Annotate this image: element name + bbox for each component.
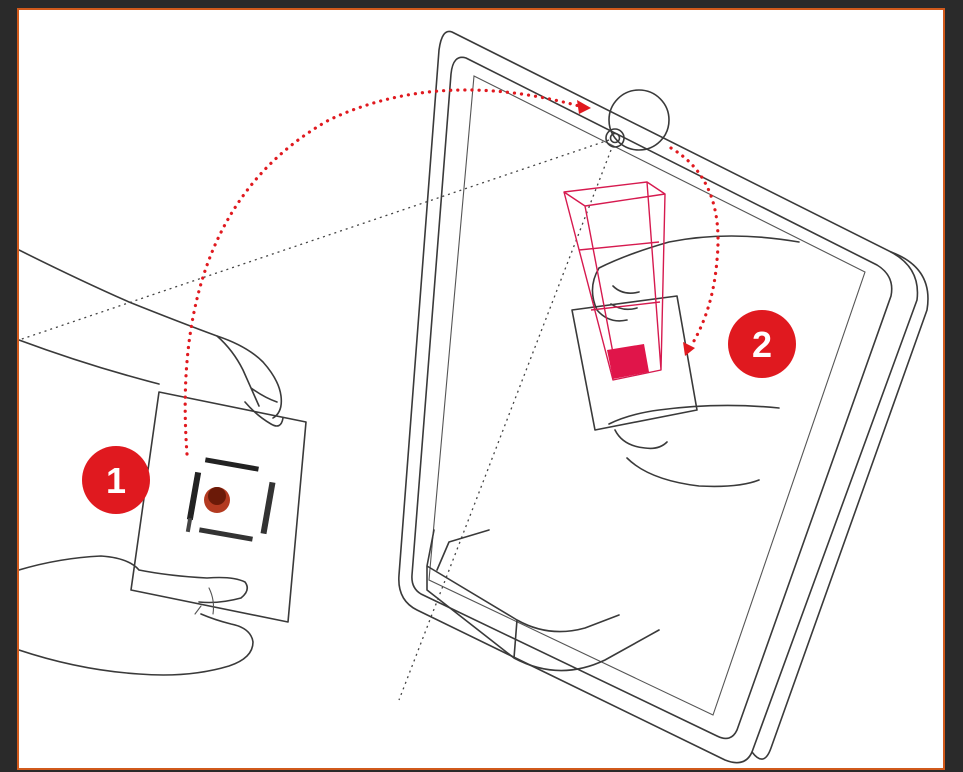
- lower-hand: [19, 556, 253, 675]
- ar-workflow-diagram: 1 2: [19, 10, 945, 770]
- step-badge-1: 1: [82, 446, 150, 514]
- monitor-bezel-inner: [412, 57, 892, 738]
- reflected-hand-top: [592, 236, 799, 321]
- arrow-card-to-camera-head: [577, 100, 591, 114]
- step-badge-2: 2: [728, 310, 796, 378]
- monitor-base: [437, 530, 489, 570]
- monitor-screen: [429, 76, 865, 715]
- marker-card-icon: [186, 457, 276, 541]
- upper-arm: [19, 250, 281, 418]
- sight-line-left: [19, 140, 609, 340]
- monitor: [399, 31, 928, 762]
- monitor-bezel-outer: [399, 31, 918, 762]
- step-badge-1-label: 1: [106, 460, 126, 501]
- upper-hand-fingers: [217, 336, 283, 426]
- arrow-card-to-camera: [185, 90, 579, 454]
- upper-arm-lower-edge: [19, 340, 159, 384]
- camera-sight-lines: [19, 140, 611, 700]
- reflected-hand-bottom: [609, 405, 779, 486]
- illustration-panel: 1 2: [17, 8, 945, 770]
- arrow-camera-to-screen-head: [683, 342, 695, 356]
- left-hands: [19, 250, 306, 675]
- monitor-stand: [427, 530, 659, 671]
- lower-hand-fingers: [195, 588, 214, 614]
- step-badge-2-label: 2: [752, 324, 772, 365]
- webcam-icon: [606, 90, 669, 150]
